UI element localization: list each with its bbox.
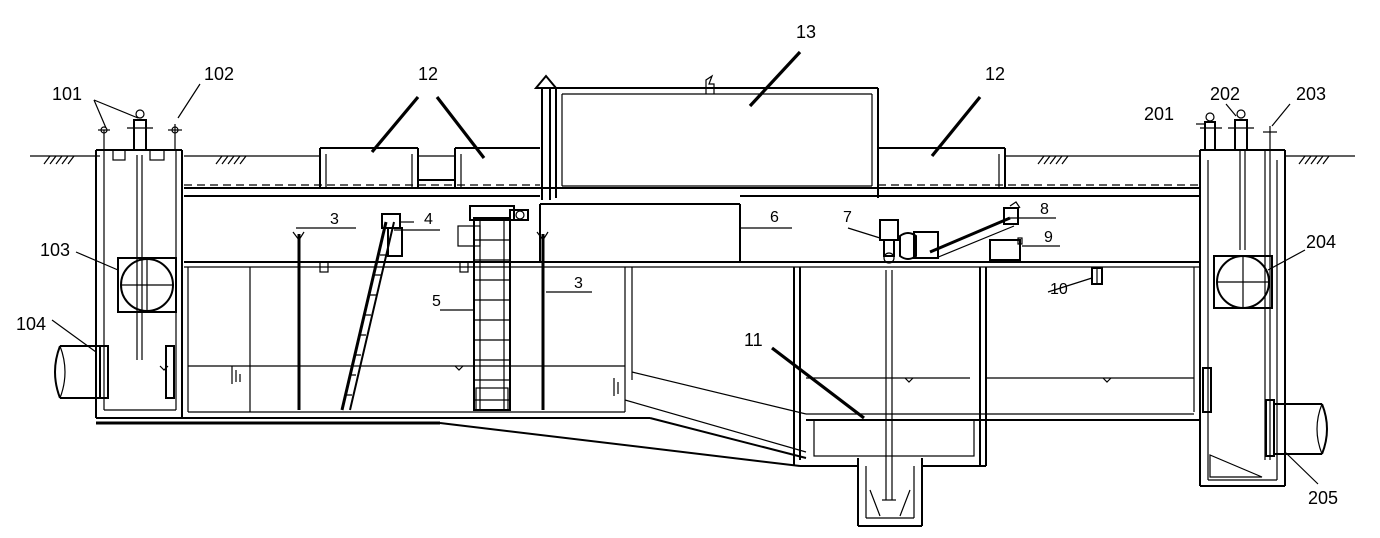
left-outer-wall (181, 190, 189, 418)
label-104: 104 (16, 314, 46, 334)
vent-stack (533, 74, 559, 200)
outlet-pipe (1202, 367, 1328, 457)
label-10: 10 (1050, 281, 1068, 298)
label-203: 203 (1296, 84, 1326, 104)
level-sensor (1091, 267, 1103, 285)
label-205: 205 (1308, 488, 1338, 508)
label-201: 201 (1144, 104, 1174, 124)
skylight-left-1 (184, 147, 540, 188)
label-8: 8 (1040, 201, 1049, 218)
inlet-gate-operators (98, 109, 182, 151)
top-slab (184, 187, 1200, 197)
inclined-screen (340, 213, 414, 411)
label-11: 11 (744, 330, 763, 350)
label-204: 204 (1306, 232, 1336, 252)
pump-motor (879, 219, 899, 264)
label-202: 202 (1210, 84, 1240, 104)
label-7: 7 (843, 209, 852, 226)
label-12-left: 12 (418, 64, 438, 84)
label-12-right: 12 (985, 64, 1005, 84)
label-6: 6 (770, 209, 779, 226)
label-103: 103 (40, 240, 70, 260)
control-building (555, 74, 879, 198)
outlet-penstock-gate (1213, 255, 1273, 309)
water-levels (159, 365, 1194, 396)
sludge-bin (989, 237, 1023, 261)
label-9: 9 (1044, 229, 1053, 246)
screen-house (539, 203, 741, 262)
label-3-right: 3 (574, 275, 583, 292)
soil-hatch (43, 155, 1330, 165)
label-4: 4 (424, 211, 433, 228)
screw-conveyor (899, 201, 1021, 260)
inlet-penstock-gate (117, 257, 177, 313)
inlet-pipe (54, 345, 175, 399)
skylight-left-2 (418, 147, 540, 188)
operating-floor (184, 261, 1200, 273)
screen-rod-left (292, 231, 305, 410)
label-13: 13 (796, 22, 816, 42)
label-102: 102 (204, 64, 234, 84)
leaders (51, 50, 1319, 485)
outlet-gate-operators (1200, 109, 1277, 151)
label-5: 5 (432, 293, 441, 310)
right-outer-wall (1193, 188, 1201, 418)
label-3-left: 3 (330, 211, 339, 228)
label-101: 101 (52, 84, 82, 104)
callout-labels: 101 102 103 104 3 4 5 6 7 8 9 10 11 12 1… (16, 22, 1338, 508)
chain-screen (457, 205, 529, 411)
screen-rod-right (536, 231, 549, 410)
wet-well (793, 267, 987, 527)
skylight-right (878, 147, 1200, 188)
outlet-shaft (1199, 149, 1286, 487)
